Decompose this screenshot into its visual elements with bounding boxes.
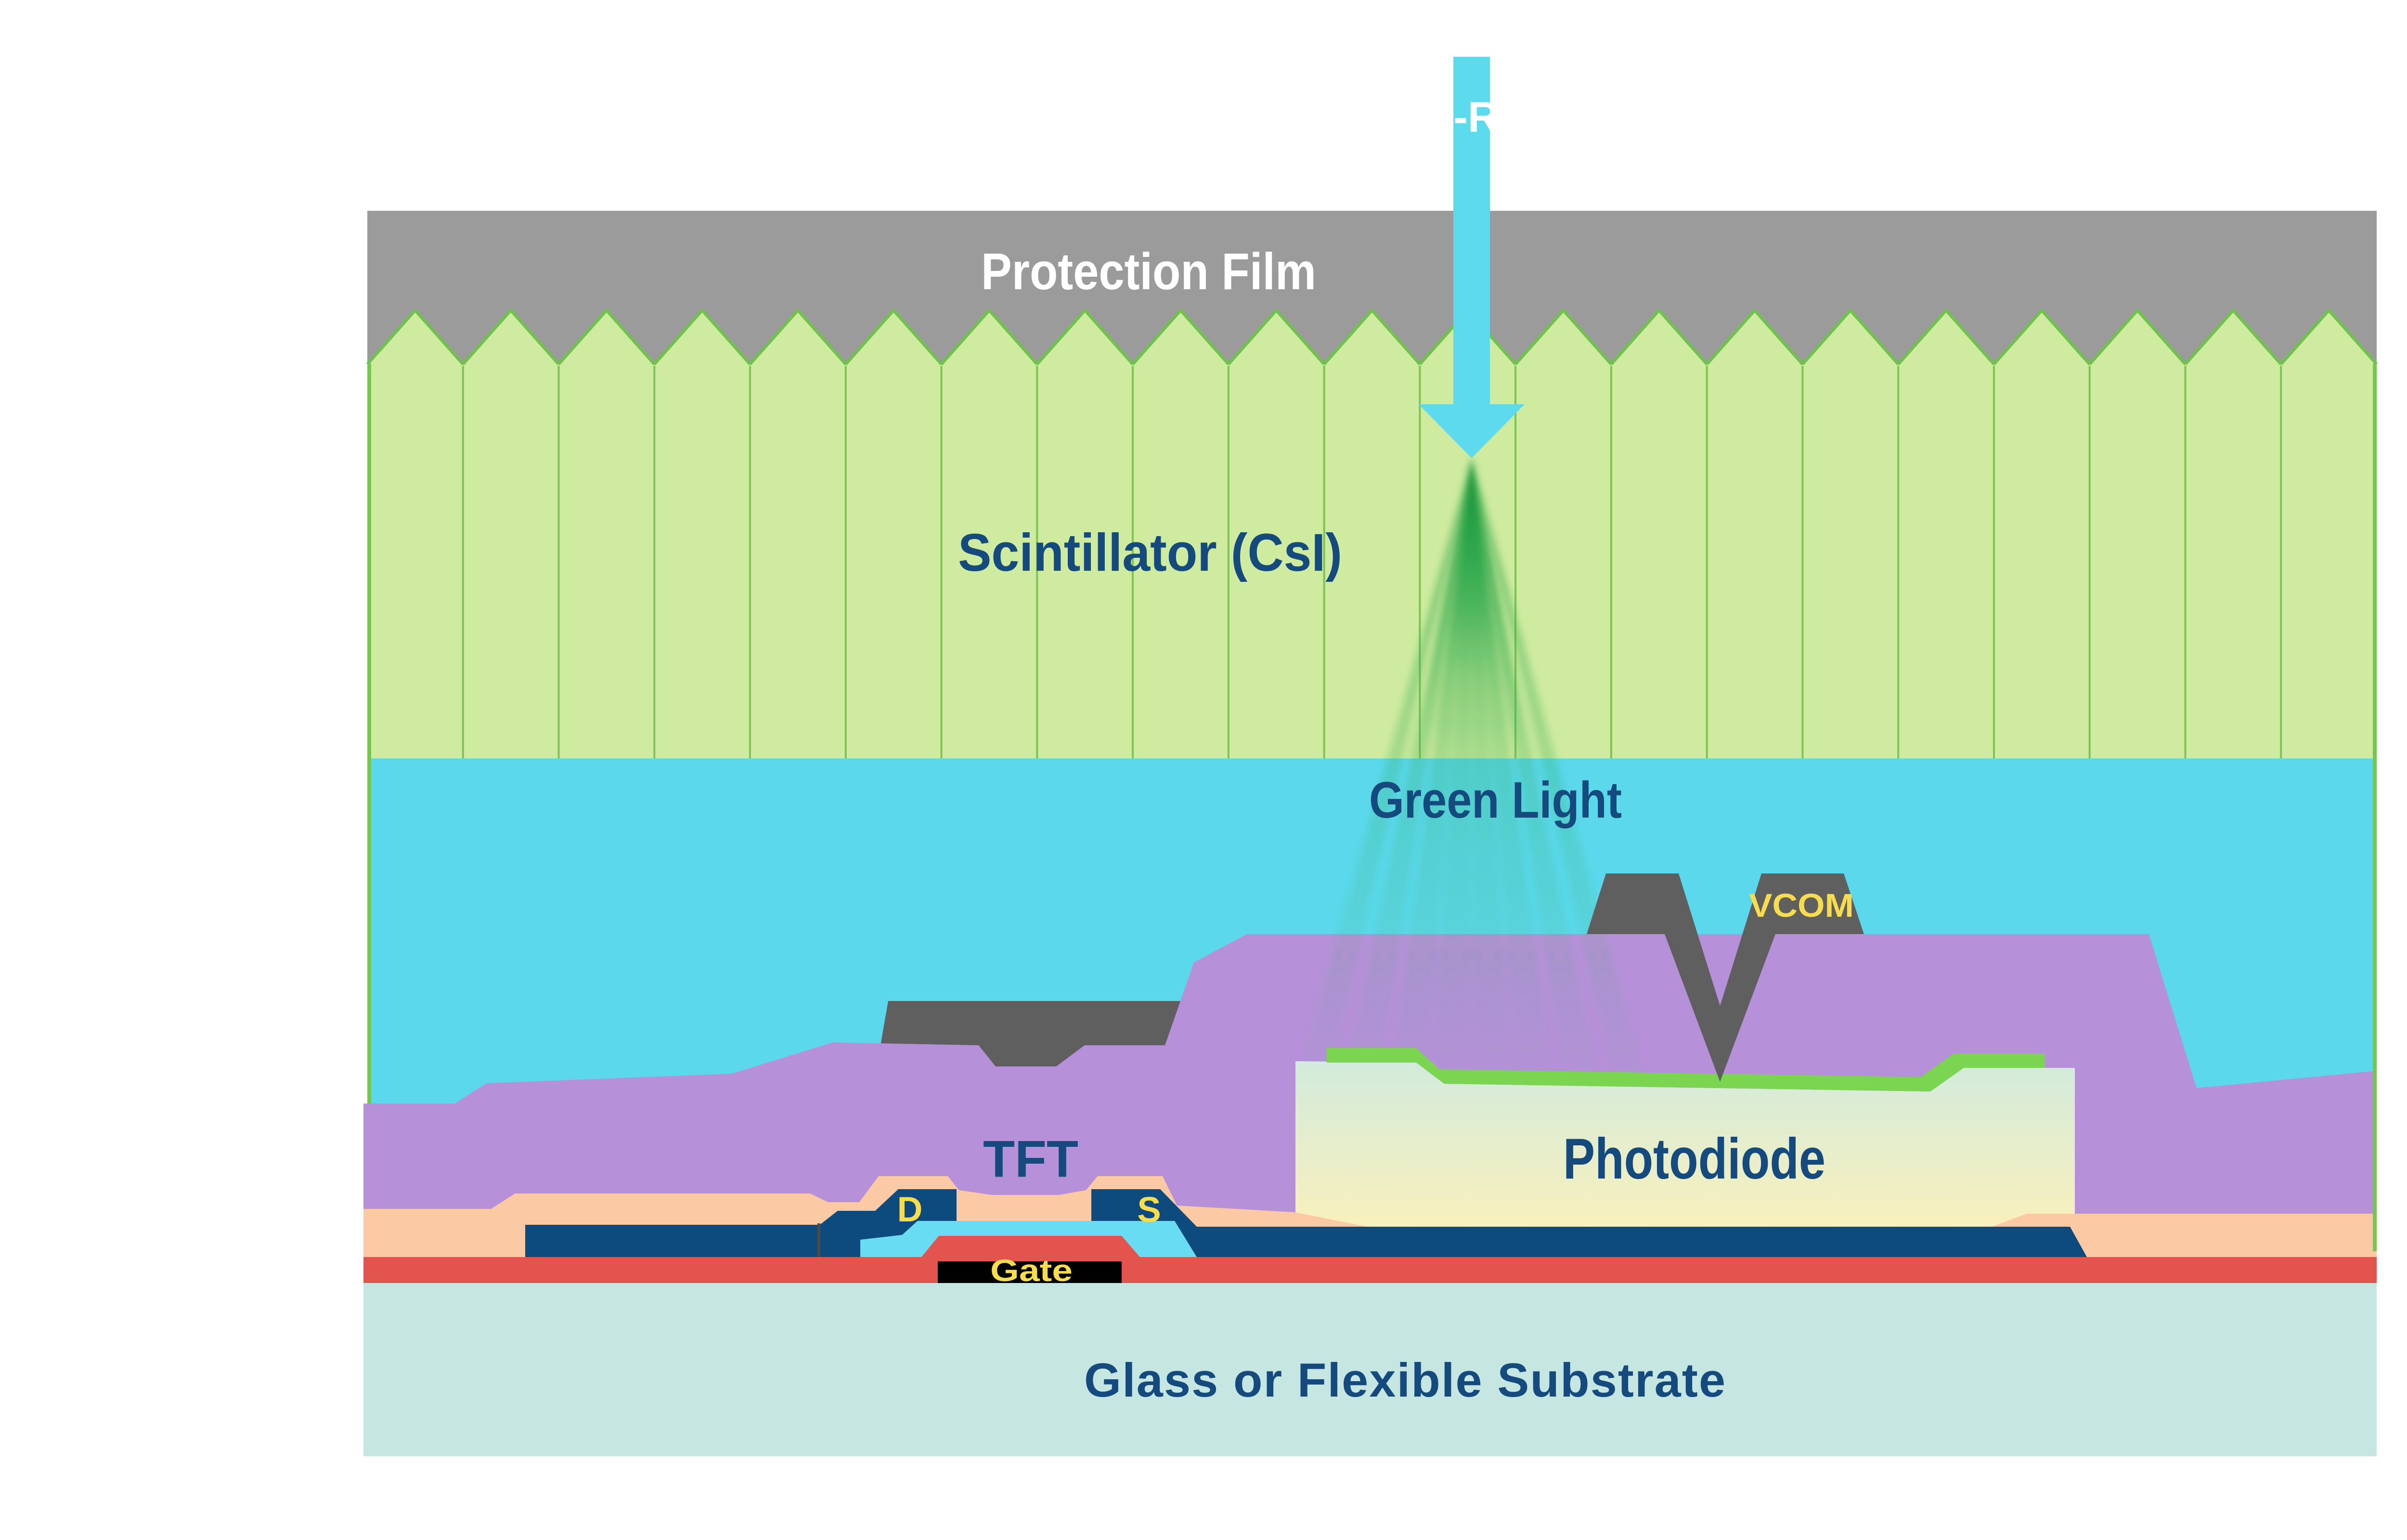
svg-text:TFT: TFT <box>983 1129 1078 1188</box>
svg-text:S: S <box>1137 1190 1161 1230</box>
svg-text:VCOM: VCOM <box>1749 887 1854 924</box>
svg-text:X-Ray: X-Ray <box>1425 93 1547 141</box>
svg-text:Photodiode: Photodiode <box>1563 1127 1825 1191</box>
svg-text:Gate: Gate <box>990 1253 1073 1288</box>
svg-text:Green Light: Green Light <box>1369 771 1622 829</box>
svg-text:Protection Film: Protection Film <box>981 242 1316 300</box>
svg-text:D: D <box>897 1190 923 1229</box>
svg-text:Glass or Flexible Substrate: Glass or Flexible Substrate <box>1084 1353 1725 1407</box>
svg-text:Scintillator (CsI): Scintillator (CsI) <box>958 523 1342 582</box>
